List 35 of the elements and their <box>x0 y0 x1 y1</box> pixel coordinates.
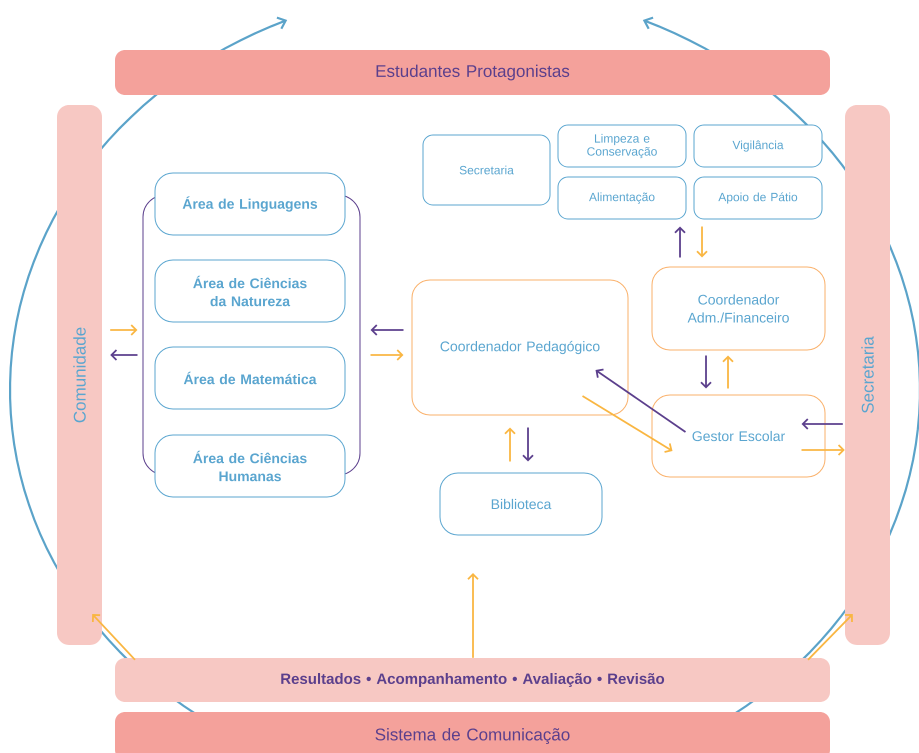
arrow <box>807 614 853 660</box>
arrow <box>802 444 845 456</box>
rounded-box: Apoio de Pátio <box>694 176 822 220</box>
arrow <box>700 356 712 388</box>
rounded-box: Limpeza e Conservação <box>558 124 686 168</box>
arrow <box>522 428 534 462</box>
rounded-box: Área de Ciências Humanas <box>154 434 346 498</box>
arrow <box>110 349 138 361</box>
arrow <box>504 428 516 462</box>
arrow <box>110 324 138 336</box>
rounded-box: Secretaria <box>422 134 550 206</box>
arrow <box>674 226 686 258</box>
arrow <box>370 324 404 336</box>
banner: Estudantes Protagonistas <box>115 50 830 95</box>
rounded-box: Área de Matemática <box>154 346 346 410</box>
arrow <box>802 418 843 430</box>
arrow <box>370 349 404 361</box>
rounded-box: Área de Ciências da Natureza <box>154 260 346 322</box>
rounded-box: Coordenador Adm./Financeiro <box>652 266 826 350</box>
arrow <box>467 573 479 658</box>
banner: Resultados • Acompanhamento • Avaliação • Revisão <box>115 658 830 702</box>
rounded-box: Coordenador Pedagógico <box>412 280 628 416</box>
arrow <box>582 395 672 453</box>
arrow <box>92 614 136 660</box>
rounded-box: Biblioteca <box>440 472 602 536</box>
banner: Sistema de Comunicação <box>115 712 830 753</box>
arrow <box>696 226 708 258</box>
rounded-box: Alimentação <box>558 176 686 220</box>
rounded-box: Gestor Escolar <box>652 394 826 478</box>
rounded-box: Vigilância <box>694 124 822 168</box>
side-band: Comunidade <box>57 105 102 645</box>
arrow <box>722 356 734 388</box>
side-band: Secretaria <box>845 105 890 645</box>
arrow <box>596 368 686 433</box>
rounded-box: Área de Linguagens <box>154 172 346 236</box>
